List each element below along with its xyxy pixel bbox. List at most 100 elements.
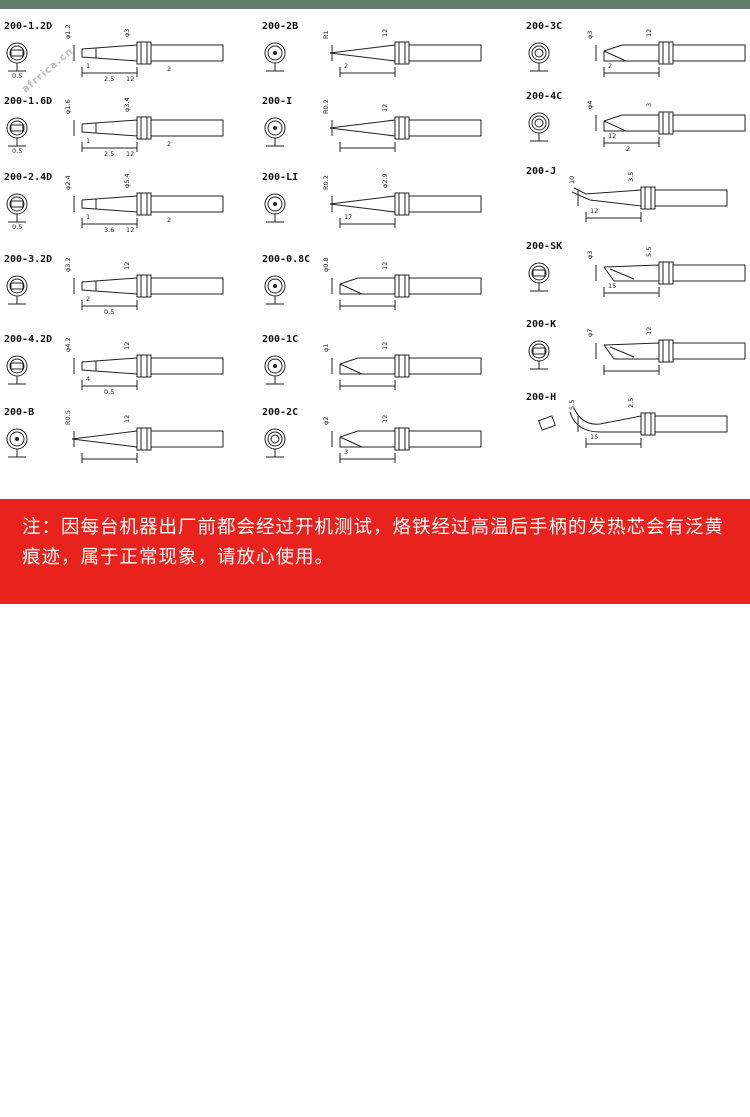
dimension-label: 12 [381, 29, 389, 37]
dimension-label: 0.5 [12, 223, 22, 231]
notice-banner: 注：因每台机器出厂前都会经过开机测试，烙铁经过高温后手柄的发热芯会有泛黄痕迹，属… [0, 499, 750, 1117]
tip-label: 200-I [262, 96, 293, 107]
dimension-label: 3.5 [627, 172, 635, 182]
dimension-label: 2 [626, 145, 630, 153]
dimension-label: 12 [123, 415, 131, 423]
dimension-label: 12 [381, 104, 389, 112]
tip-label: 200-1.2D [4, 21, 53, 32]
dimension-label: 4 [86, 375, 90, 383]
dimension-label: 12 [381, 262, 389, 270]
dimension-label: 0.5 [104, 308, 114, 316]
dimension-label: 10 [568, 176, 576, 184]
dimension-label: 12 [590, 207, 598, 215]
dimension-label: 3.6 [104, 226, 114, 234]
dimension-label: φ7 [586, 329, 594, 337]
tip-label: 200-2.4D [4, 172, 53, 183]
dimension-label: φ0.8 [322, 257, 330, 272]
tip-drawing: φ4 3 12 2 [528, 101, 746, 153]
tip-label: 200-SK [526, 241, 563, 252]
dimension-label: 12 [126, 75, 134, 83]
dimension-label: φ3.2 [64, 257, 72, 272]
dimension-label: 12 [381, 415, 389, 423]
tip-label: 200-0.8C [262, 254, 311, 265]
dimension-label: 17 [344, 213, 352, 221]
dimension-label: φ1.2 [64, 24, 72, 39]
dimension-label: φ2.4 [64, 175, 72, 190]
notice-text: 注：因每台机器出厂前都会经过开机测试，烙铁经过高温后手柄的发热芯会有泛黄痕迹，属… [22, 517, 725, 568]
tip-label: 200-2B [262, 21, 299, 32]
tip-label: 200-K [526, 319, 557, 330]
dimension-label: 12 [381, 342, 389, 350]
dimension-label: 12 [608, 132, 616, 140]
tip-label: 200-LI [262, 172, 299, 183]
dimension-label: 5.5 [568, 400, 576, 410]
tip-label: 200-B [4, 407, 35, 418]
tip-label: 200-3.2D [4, 254, 53, 265]
tip-drawing: φ0.8 12 [264, 257, 482, 310]
tip-label: 200-1.6D [4, 96, 53, 107]
tip-drawing: R0.2 φ2.9 17 [264, 173, 482, 228]
top-border-bar [0, 0, 750, 9]
dimension-label: φ3 [586, 31, 594, 39]
tip-drawing: φ2.4 φ5.4 1 3.6 12 2 0.5 [6, 173, 224, 234]
dimension-label: 0.5 [104, 388, 114, 396]
dimension-label: 2.5 [104, 150, 114, 158]
dimension-label: φ5.4 [123, 173, 131, 188]
dimension-label: 12 [645, 327, 653, 335]
tip-label: 200-4.2D [4, 334, 53, 345]
tip-drawing: φ7 12 [528, 327, 746, 375]
dimension-label: φ4.2 [64, 337, 72, 352]
dimension-label: 12 [123, 262, 131, 270]
dimension-label: 1 [86, 62, 90, 70]
dimension-label: 2 [86, 295, 90, 303]
dimension-label: R0.2 [322, 175, 330, 190]
dimension-label: 12 [126, 226, 134, 234]
dimension-label: φ3 [123, 29, 131, 37]
watermark-main: Shaafrica.cn [611, 1020, 728, 1117]
dimension-label: 1 [86, 213, 90, 221]
tip-drawing: 5.5 2.5 15 [538, 398, 728, 448]
tip-drawing: φ4.2 12 4 0.5 [6, 337, 224, 396]
dimension-label: φ3.4 [123, 97, 131, 112]
tip-drawing: R0.2 12 [264, 99, 482, 152]
tip-label: 200-3C [526, 21, 563, 32]
dimension-label: R0.5 [64, 410, 72, 425]
tip-label: 200-1C [262, 334, 299, 345]
tip-label: 200-J [526, 166, 557, 177]
dimension-label: 12 [123, 342, 131, 350]
dimension-label: 2 [344, 62, 348, 70]
dimension-label: φ1.6 [64, 99, 72, 114]
dimension-label: 15 [590, 433, 598, 441]
dimension-label: 1 [86, 137, 90, 145]
dimension-label: 15 [608, 282, 616, 290]
dimension-label: 2 [167, 65, 171, 73]
dimension-label: 2.5 [104, 75, 114, 83]
dimension-label: 2 [167, 140, 171, 148]
tip-drawing: 10 3.5 12 [568, 172, 728, 222]
dimension-label: 12 [645, 29, 653, 37]
tip-drawing: φ1.6 φ3.4 1 2.5 12 2 0.5 [6, 97, 224, 158]
dimension-label: 3 [645, 103, 653, 107]
dimension-label: 12 [126, 150, 134, 158]
tip-drawing: φ3.2 12 2 0.5 [6, 257, 224, 316]
dimension-label: φ2.9 [381, 173, 389, 188]
dimension-label: φ1 [322, 344, 330, 352]
tip-label: 200-H [526, 392, 557, 403]
tip-drawing: φ1 12 [264, 342, 482, 390]
dimension-label: φ4 [586, 101, 594, 109]
tip-label: 200-2C [262, 407, 299, 418]
dimension-label: 0.5 [12, 147, 22, 155]
tip-drawing: R0.5 12 [6, 410, 224, 463]
dimension-label: 2 [167, 216, 171, 224]
dimension-label: φ2 [322, 417, 330, 425]
dimension-label: 5.5 [645, 247, 653, 257]
dimension-label: 2.5 [627, 398, 635, 408]
dimension-label: R0.2 [322, 99, 330, 114]
tip-label: 200-4C [526, 91, 563, 102]
